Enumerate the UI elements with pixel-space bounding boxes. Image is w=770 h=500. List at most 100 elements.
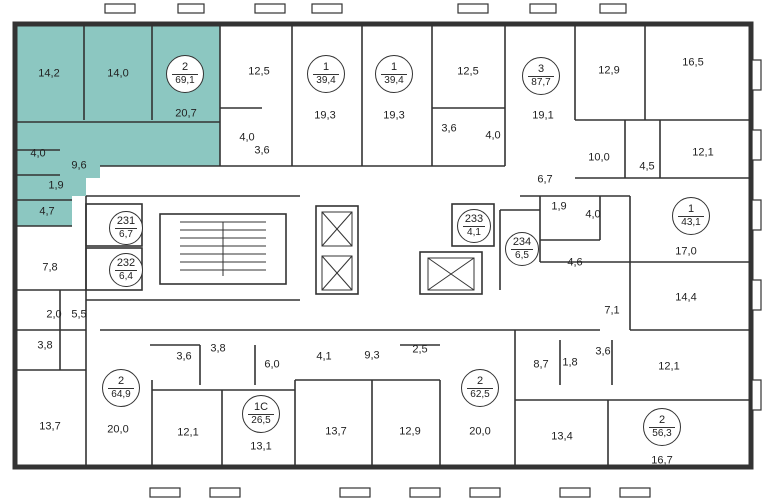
unit-area: 62,5 — [470, 389, 490, 400]
unit-rooms: 1 — [322, 61, 330, 73]
room-area: 4,6 — [567, 256, 583, 269]
divider — [114, 270, 138, 271]
room-area: 1,8 — [562, 356, 578, 369]
room-area: 9,6 — [71, 159, 87, 172]
room-area: 4,0 — [30, 147, 46, 160]
room-area: 12,5 — [457, 65, 479, 78]
unit-rooms: 233 — [464, 213, 484, 225]
unit-area: 6,4 — [119, 271, 133, 282]
room-area: 3,6 — [595, 345, 611, 358]
room-area: 19,3 — [314, 109, 336, 122]
unit-area: 64,9 — [111, 389, 131, 400]
windows — [104, 3, 762, 498]
room-area: 5,5 — [71, 308, 87, 321]
unit-rooms: 2 — [476, 375, 484, 387]
room-area: 4,1 — [316, 350, 332, 363]
unit-area: 4,1 — [467, 227, 481, 238]
room-area: 2,5 — [412, 343, 428, 356]
room-area: 4,5 — [639, 160, 655, 173]
divider — [649, 427, 675, 428]
room-area: 7,1 — [604, 304, 620, 317]
room-area: 20,0 — [469, 425, 491, 438]
unit-rooms: 3 — [537, 63, 545, 75]
interior-walls — [15, 24, 751, 467]
unit-area: 69,1 — [175, 75, 195, 86]
unit-rooms: 234 — [512, 236, 532, 248]
room-area: 12,9 — [399, 425, 421, 438]
divider — [114, 228, 138, 229]
unit-area: 39,4 — [384, 75, 404, 86]
room-area: 3,6 — [176, 350, 192, 363]
divider — [172, 74, 198, 75]
room-area: 6,0 — [264, 358, 280, 371]
room-area: 14,4 — [675, 291, 697, 304]
room-area: 4,0 — [585, 208, 601, 221]
unit-area: 87,7 — [531, 77, 551, 88]
room-area: 20,7 — [175, 107, 197, 120]
unit-rooms: 231 — [116, 215, 136, 227]
divider — [528, 76, 554, 77]
divider — [678, 216, 704, 217]
room-area: 12,5 — [248, 65, 270, 78]
exterior-walls — [12, 21, 754, 470]
room-area: 12,9 — [598, 64, 620, 77]
divider — [462, 226, 486, 227]
unit-badge[interactable]: 1С 26,5 — [242, 395, 280, 433]
room-area: 8,7 — [533, 358, 549, 371]
unit-rooms: 1 — [687, 203, 695, 215]
room-area: 12,1 — [658, 360, 680, 373]
room-area: 4,0 — [239, 131, 255, 144]
room-area: 13,4 — [551, 430, 573, 443]
divider — [381, 74, 407, 75]
unit-rooms: 232 — [116, 257, 136, 269]
room-area: 6,7 — [537, 173, 553, 186]
divider — [467, 388, 493, 389]
room-area: 7,8 — [42, 261, 58, 274]
divider — [248, 414, 274, 415]
divider — [510, 249, 534, 250]
unit-area: 26,5 — [251, 415, 271, 426]
room-area: 14,0 — [107, 67, 129, 80]
unit-area: 6,5 — [515, 250, 529, 261]
room-area: 1,9 — [48, 179, 64, 192]
unit-area: 39,4 — [316, 75, 336, 86]
unit-rooms: 2 — [117, 375, 125, 387]
room-area: 19,1 — [532, 109, 554, 122]
room-area: 1,9 — [551, 200, 567, 213]
room-area: 14,2 — [38, 67, 60, 80]
divider — [108, 388, 134, 389]
unit-rooms: 1 — [390, 61, 398, 73]
room-area: 3,8 — [210, 342, 226, 355]
room-area: 3,6 — [441, 122, 457, 135]
room-area: 13,7 — [39, 420, 61, 433]
unit-rooms: 2 — [181, 61, 189, 73]
unit-rooms: 1С — [253, 401, 269, 413]
room-area: 16,5 — [682, 56, 704, 69]
room-area: 4,7 — [39, 205, 55, 218]
room-area: 10,0 — [588, 151, 610, 164]
room-area: 13,1 — [250, 440, 272, 453]
room-area: 20,0 — [107, 423, 129, 436]
room-area: 4,0 — [485, 129, 501, 142]
room-area: 16,7 — [651, 454, 673, 467]
unit-rooms: 2 — [658, 414, 666, 426]
stair-steps — [180, 221, 266, 276]
unit-area: 56,3 — [652, 428, 672, 439]
room-area: 9,3 — [364, 349, 380, 362]
elevator-shafts — [321, 211, 475, 291]
room-area: 2,0 — [46, 308, 62, 321]
room-area: 17,0 — [675, 245, 697, 258]
unit-area: 43,1 — [681, 217, 701, 228]
